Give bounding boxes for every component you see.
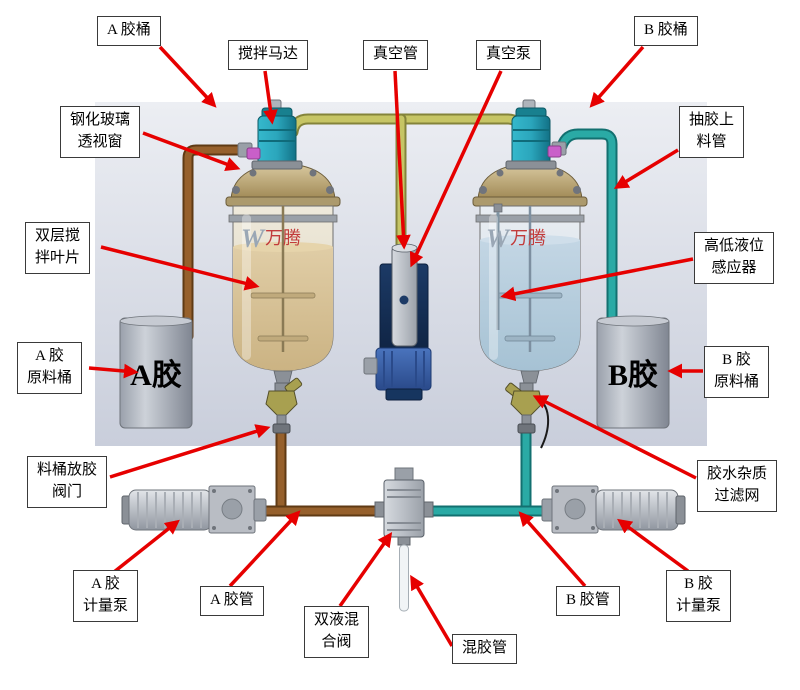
watermark-logo-left: W: [241, 224, 266, 253]
motor-a-coupler: [246, 147, 261, 160]
watermark-left: W 万腾: [241, 224, 301, 253]
stirrer-blade-b-lower: [504, 335, 556, 342]
arrow-feed-tube: [613, 148, 679, 189]
arrow-vacuum-tube: [393, 70, 411, 250]
pipe-b-feed: [558, 130, 616, 340]
label-mixing-tube: 混胶管: [452, 634, 518, 664]
watermark-text-right: 万腾: [510, 228, 546, 248]
arrow-vacuum-pump: [409, 70, 503, 268]
arrow-stir-blades: [100, 245, 260, 291]
tank-a: [225, 142, 341, 384]
label-vacuum-pump: 真空泵: [476, 40, 542, 70]
label-a-material-barrel: A 胶 原料桶: [17, 342, 83, 394]
pipes-lower: [256, 424, 552, 517]
label-feed-tube: 抽胶上 料管: [679, 106, 745, 158]
label-drain-valve: 料桶放胶 阀门: [27, 456, 108, 508]
arrow-a-barrel: [158, 45, 217, 108]
mixing-valve-unit: [374, 467, 434, 612]
label-level-sensor: 高低液位 感应器: [694, 232, 775, 284]
label-b-glue-barrel: B 胶桶: [634, 16, 698, 46]
label-b-tube: B 胶管: [556, 586, 620, 616]
arrow-glass-window: [142, 131, 241, 172]
arrow-drain-valve: [109, 424, 271, 479]
arrow-a-material-barrel: [88, 363, 139, 379]
watermark-logo-right: W: [486, 224, 511, 253]
arrow-impurity-filter: [532, 395, 697, 480]
arrow-mixer-motor: [263, 70, 278, 125]
arrow-a-metering-pump: [112, 519, 180, 574]
drain-valve-a: [265, 377, 303, 434]
label-stir-blades: 双层搅 拌叶片: [25, 222, 91, 274]
tank-b: [472, 141, 588, 384]
label-b-material-barrel: B 胶 原料桶: [704, 346, 770, 398]
label-glass-window: 钢化玻璃 透视窗: [60, 106, 141, 158]
arrow-b-tube: [518, 511, 587, 588]
metering-pump-a: [121, 485, 267, 534]
callout-arrows: [88, 45, 703, 647]
arrow-a-tube: [228, 510, 301, 588]
label-mixing-valve: 双液混 合阀: [304, 606, 370, 658]
watermark-text-left: 万腾: [265, 228, 301, 248]
arrow-level-sensor: [500, 257, 694, 302]
arrow-b-barrel: [589, 45, 645, 108]
stirrer-blade-a-upper: [250, 292, 316, 299]
motor-b-coupler: [547, 145, 562, 158]
b-glue-text: B胶: [608, 358, 658, 392]
arrow-b-metering-pump: [617, 518, 690, 573]
a-glue-text: A胶: [130, 358, 182, 392]
stirrer-blade-a-lower: [257, 335, 309, 342]
label-vacuum-tube: 真空管: [363, 40, 429, 70]
label-b-metering-pump: B 胶 计量泵: [666, 570, 732, 622]
raw-barrel-b: B胶: [596, 315, 670, 429]
stir-motor-b: [505, 99, 562, 170]
watermark-right: W 万腾: [486, 224, 546, 253]
raw-barrel-a: A胶: [119, 315, 193, 429]
metering-pump-b: [541, 485, 686, 534]
label-impurity-filter: 胶水杂质 过滤网: [697, 460, 778, 512]
label-a-glue-barrel: A 胶桶: [97, 16, 161, 46]
label-a-metering-pump: A 胶 计量泵: [73, 570, 139, 622]
mixing-tube-shape: [399, 544, 409, 612]
arrow-mixing-valve: [338, 531, 393, 608]
label-mixer-motor: 搅拌马达: [228, 40, 309, 70]
arrow-mixing-tube: [410, 574, 454, 647]
label-a-tube: A 胶管: [200, 586, 264, 616]
